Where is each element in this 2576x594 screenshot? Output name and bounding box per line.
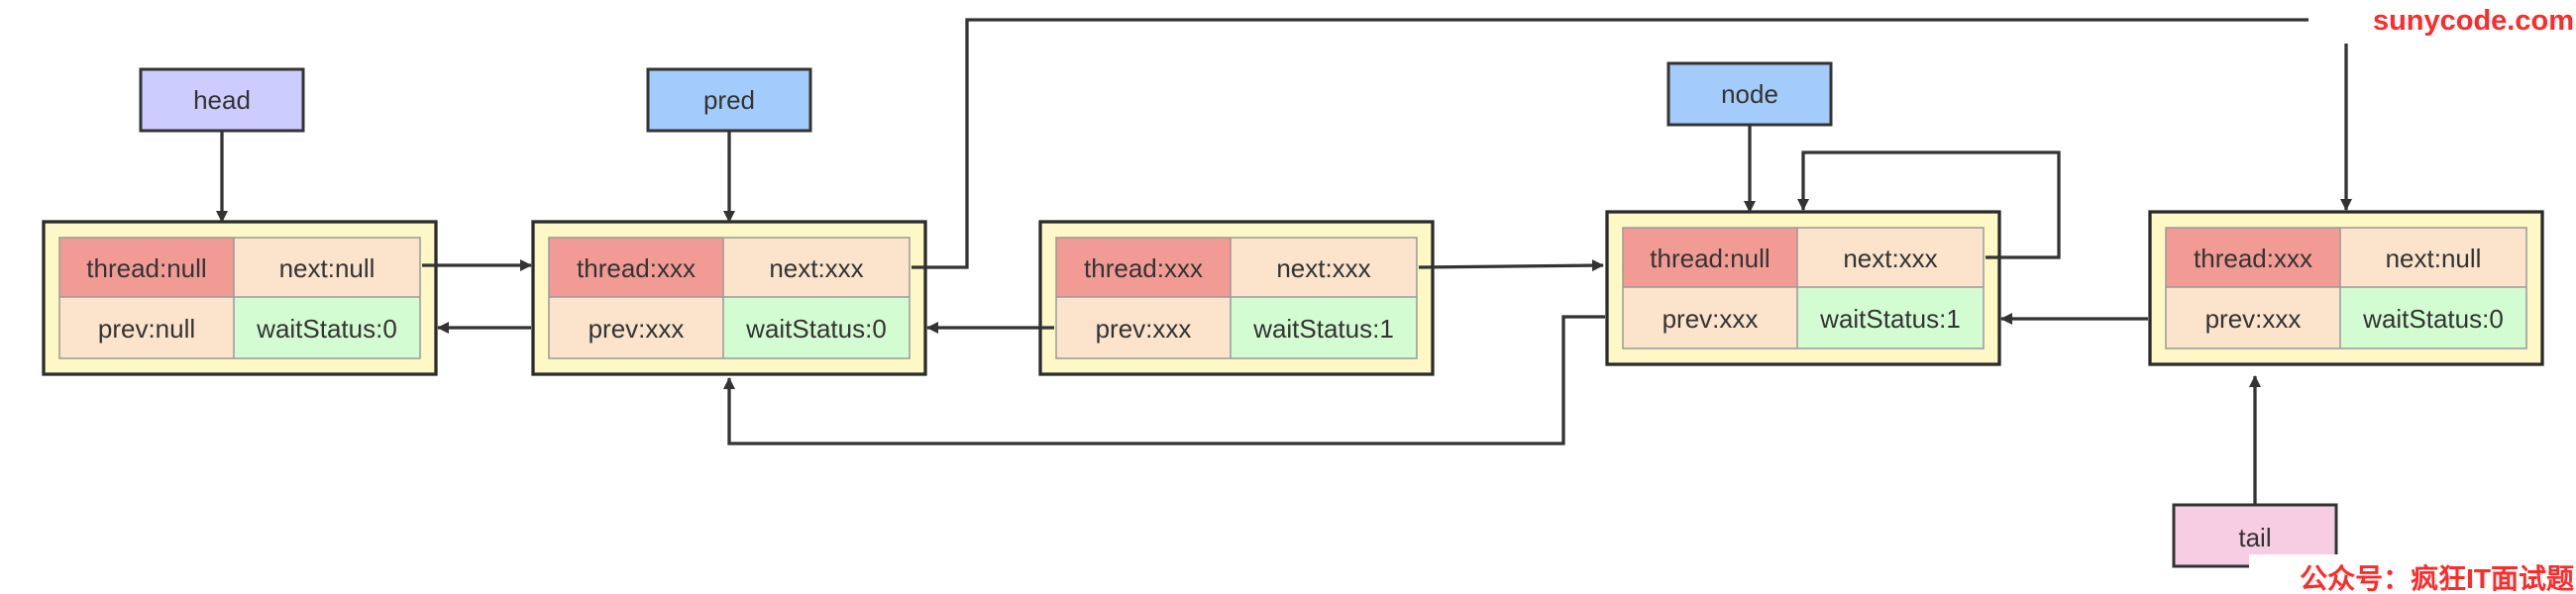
next-link-pred-to-tail (912, 18, 2352, 269)
next-value: next:xxx (769, 253, 863, 283)
waitstatus-cell (1231, 297, 1417, 358)
prev-value: prev:xxx (1096, 314, 1192, 344)
thread-cell (2166, 228, 2340, 287)
node-pointer: node (1666, 61, 1833, 127)
prev-cell (1056, 297, 1231, 358)
prev-cell (59, 297, 234, 358)
watermark-bg (2308, 0, 2576, 44)
tail-label: tail (2238, 523, 2271, 552)
thread-value: thread:xxx (1084, 253, 1203, 283)
next-self-loop (1797, 150, 2061, 259)
watermark-footer-bg (2249, 554, 2576, 594)
thread-cell (549, 238, 723, 297)
prev-cell (2166, 287, 2340, 348)
prev-cell (1623, 287, 1797, 348)
waitstatus-cell (1797, 287, 1984, 348)
next-cell (234, 238, 420, 297)
prev-link-node-to-pred (723, 315, 1605, 446)
prev-value: prev:null (98, 314, 195, 344)
node-label: node (1721, 79, 1778, 109)
prev-value: prev:xxx (2205, 304, 2302, 334)
queue-node-head: thread:null next:null prev:null waitStat… (42, 220, 438, 376)
waitstatus-value: waitStatus:0 (745, 314, 887, 344)
prev-value: prev:xxx (589, 314, 685, 344)
queue-node-current: thread:null next:xxx prev:xxx waitStatus… (1605, 210, 2001, 366)
next-cell (2340, 228, 2526, 287)
head-label: head (193, 85, 251, 115)
pred-label: pred (703, 85, 755, 115)
waitstatus-cell (723, 297, 910, 358)
watermark-footer: 公众号：疯狂IT面试题 (2300, 562, 2574, 594)
head-label-box (139, 67, 305, 133)
waitstatus-value: waitStatus:0 (2362, 304, 2504, 334)
next-link-3 (1418, 259, 1604, 272)
queue-node-tail: thread:xxx next:null prev:xxx waitStatus… (2148, 210, 2544, 366)
thread-cell (1623, 228, 1797, 287)
next-value: next:xxx (1276, 253, 1370, 283)
thread-value: thread:xxx (2194, 244, 2312, 273)
thread-cell (59, 238, 234, 297)
pred-pointer: pred (646, 67, 812, 133)
next-value: next:null (2386, 244, 2482, 273)
prev-value: prev:xxx (1663, 304, 1759, 334)
waitstatus-cell (234, 297, 420, 358)
thread-value: thread:xxx (577, 253, 696, 283)
waitstatus-value: waitStatus:0 (256, 314, 397, 344)
thread-cell (1056, 238, 1231, 297)
waitstatus-cell (2340, 287, 2526, 348)
watermark-site: sunycode.com (2373, 5, 2574, 37)
waitstatus-value: waitStatus:1 (1819, 304, 1961, 334)
prev-cell (549, 297, 723, 358)
next-cell (1797, 228, 1984, 287)
waitstatus-value: waitStatus:1 (1252, 314, 1394, 344)
queue-node-pred: thread:xxx next:xxx prev:xxx waitStatus:… (531, 220, 927, 376)
head-pointer: head (139, 67, 305, 133)
queue-node-3: thread:xxx next:xxx prev:xxx waitStatus:… (1038, 220, 1435, 376)
next-value: next:null (279, 253, 376, 283)
thread-value: thread:null (1650, 244, 1770, 273)
next-value: next:xxx (1843, 244, 1937, 273)
thread-value: thread:null (86, 253, 206, 283)
next-cell (1231, 238, 1417, 297)
next-cell (723, 238, 910, 297)
